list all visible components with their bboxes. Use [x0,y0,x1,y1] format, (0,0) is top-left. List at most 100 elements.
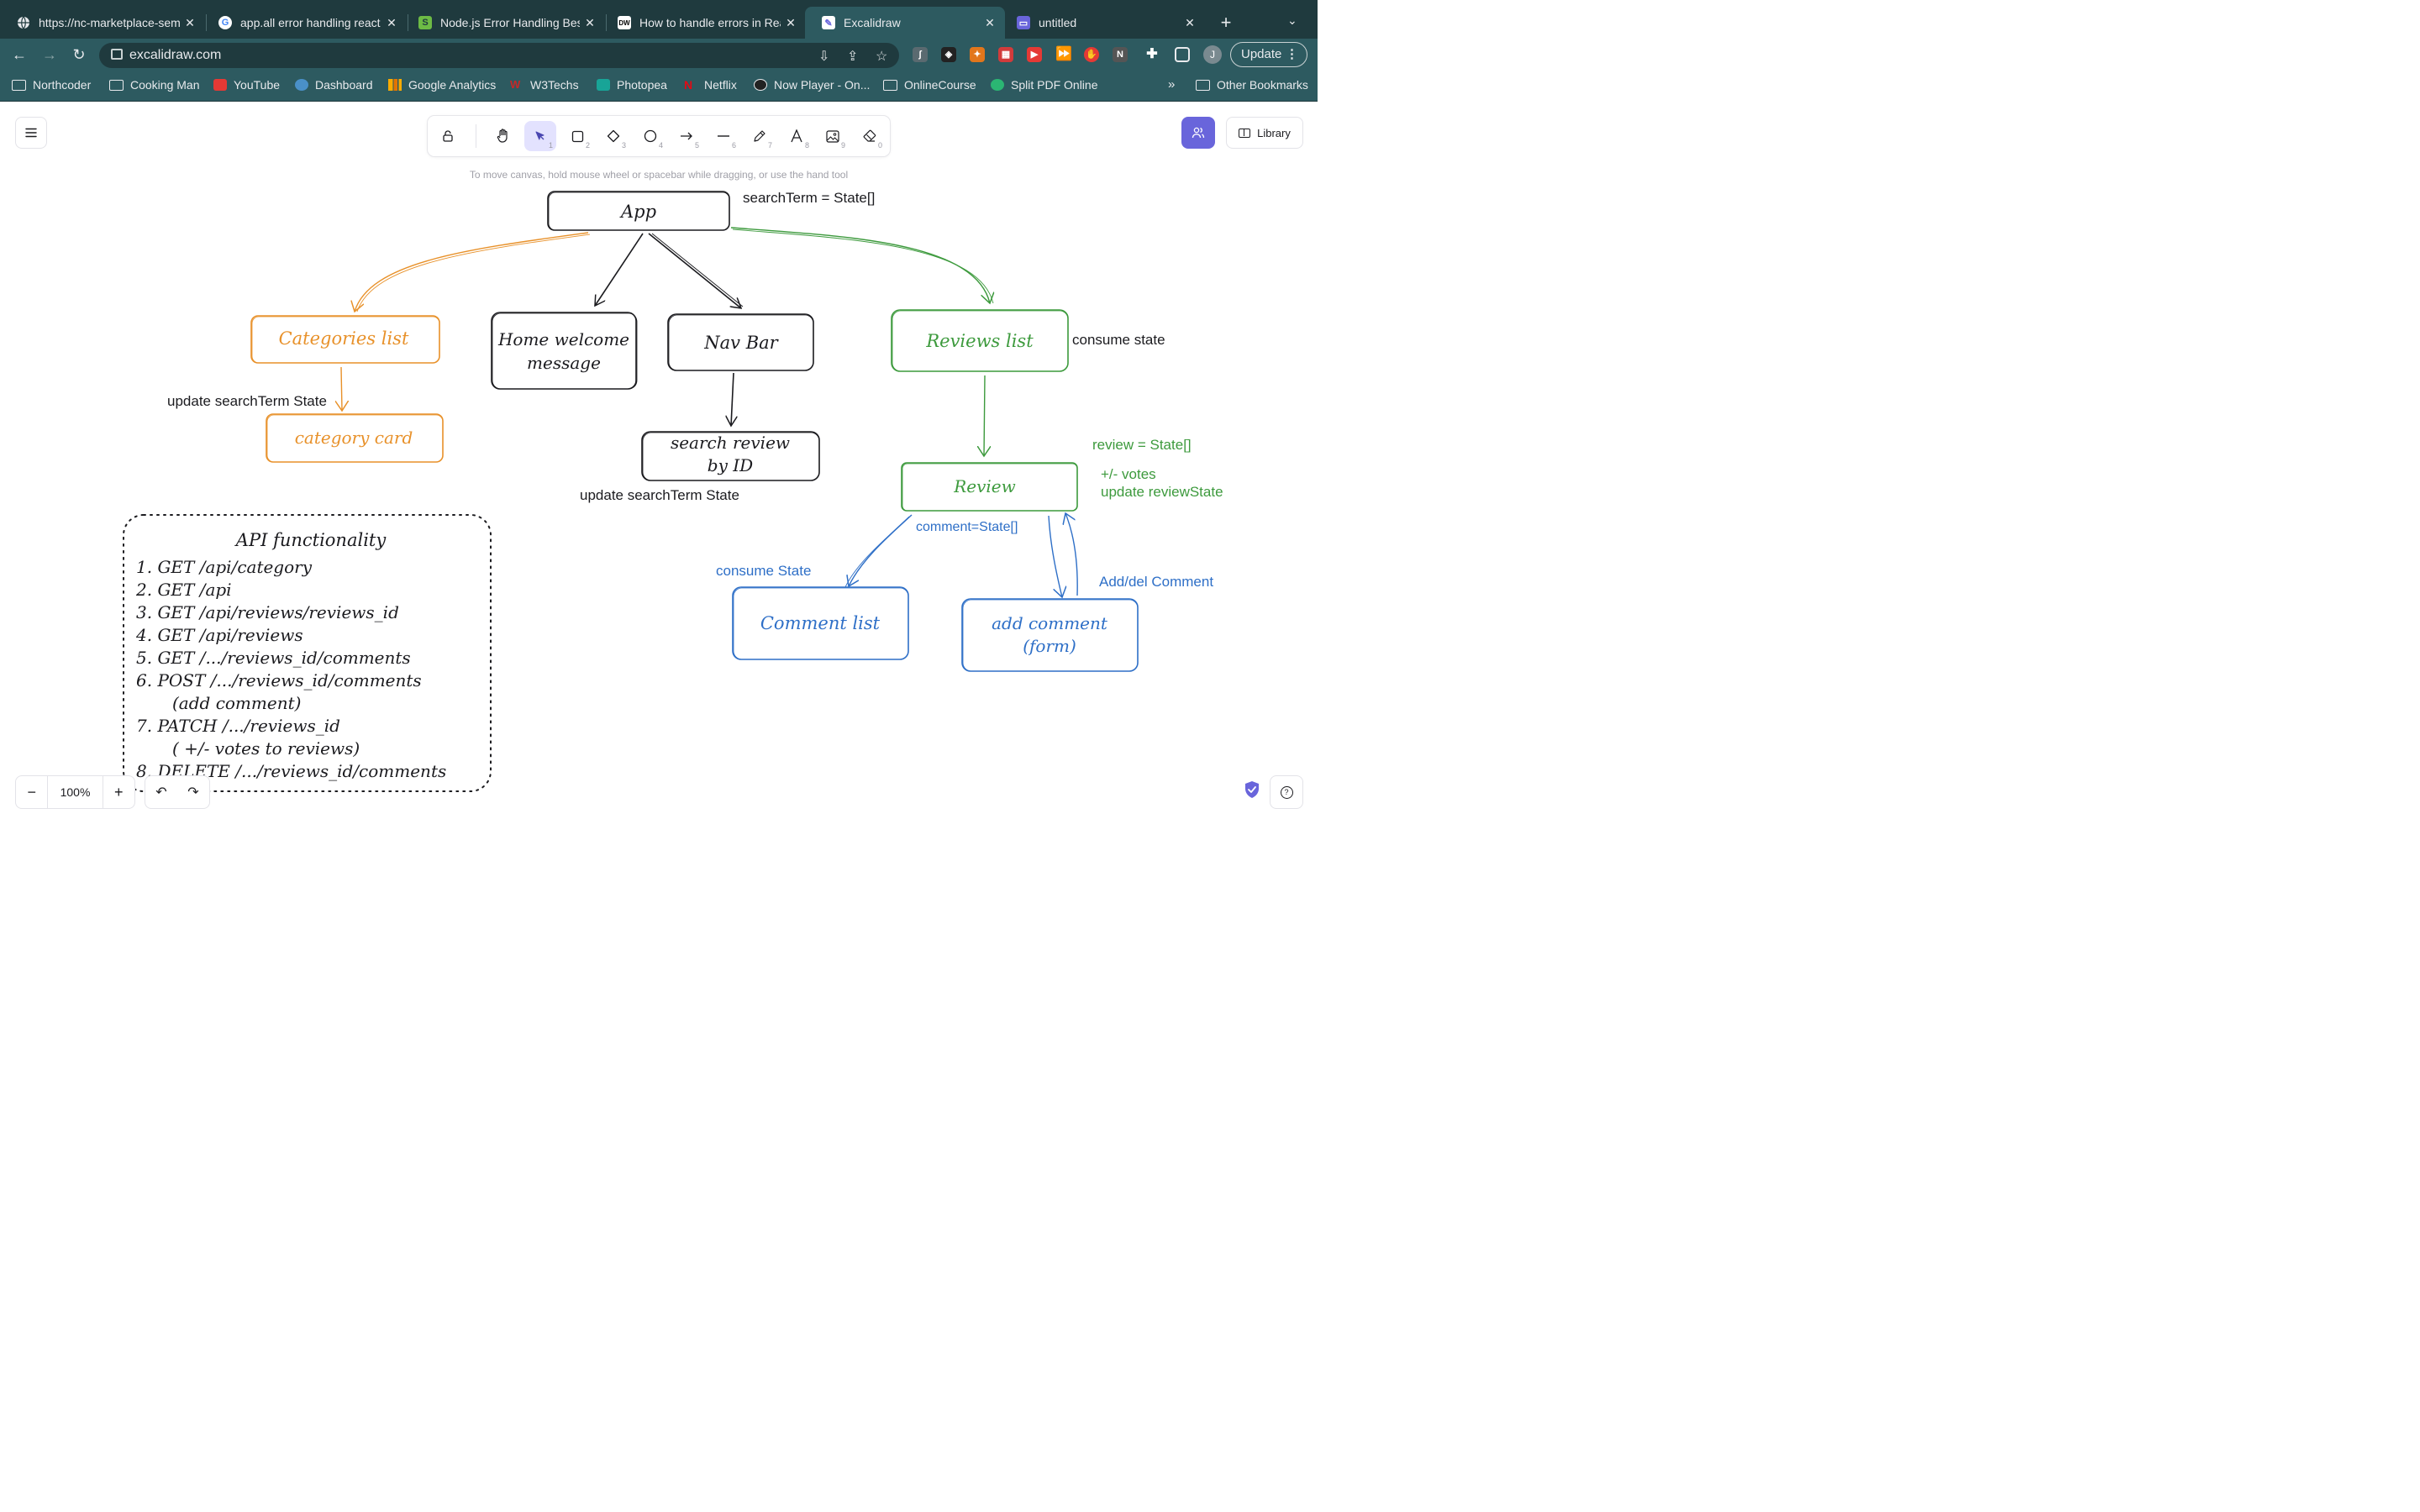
bookmark-google-analytics[interactable]: Google Analytics [388,78,496,92]
line-tool-button[interactable]: 6 [708,121,739,151]
node-reviews-list[interactable]: Reviews list [891,309,1069,372]
tab-dw[interactable]: DW How to handle errors in Rea ✕ [601,7,806,39]
arrow-stroke [844,516,910,588]
extension-icon[interactable]: ʃ [913,47,928,62]
arrow-app-to-categories [355,232,589,312]
users-icon [1192,127,1205,139]
node-search-review[interactable]: search review by ID [641,431,820,481]
zoom-level[interactable]: 100% [47,776,103,808]
node-app[interactable]: App [547,191,730,231]
arrow-icon [681,132,692,140]
tab-excalidraw[interactable]: ✎ Excalidraw ✕ [805,7,1005,39]
close-icon[interactable]: ✕ [585,15,595,29]
google-icon: G [218,16,232,29]
install-icon[interactable]: ⇩ [818,50,830,64]
avatar[interactable]: J [1203,45,1222,64]
redo-button[interactable]: ↷ [177,776,209,808]
text-tool-button[interactable]: 8 [781,121,813,151]
arrow-app-to-home [595,233,644,306]
library-button[interactable]: Library [1226,117,1303,149]
zoom-out-button[interactable]: − [27,783,36,801]
collaborate-button[interactable] [1181,117,1215,149]
url-text: excalidraw.com [129,48,222,62]
rectangle-tool-button[interactable]: 2 [561,121,593,151]
lock-tool-button[interactable] [432,121,464,151]
star-icon[interactable]: ☆ [876,50,888,64]
pencil-tool-button[interactable]: 7 [744,121,776,151]
node-label: Review [953,476,1016,496]
bookmark-youtube[interactable]: YouTube [213,78,280,92]
close-icon[interactable]: ✕ [1185,15,1195,29]
metamask-icon[interactable]: ✦ [970,47,985,62]
extension-icon[interactable]: ◈ [941,47,956,62]
extension-icon[interactable]: N [1113,47,1128,62]
help-button[interactable]: ? [1270,775,1303,809]
tab-google[interactable]: G app.all error handling react ✕ [202,7,407,39]
update-button[interactable]: Update⋮ [1230,42,1307,67]
close-icon[interactable]: ✕ [185,15,195,29]
node-review[interactable]: Review [901,462,1078,512]
diamond-tool-button[interactable]: 3 [597,121,629,151]
chevron-down-icon[interactable]: ⌄ [1287,13,1297,27]
analytics-icon [388,79,402,91]
tab-untitled[interactable]: ▭ untitled ✕ [1000,7,1205,39]
sidepanel-icon[interactable] [1175,47,1190,62]
node-nav-bar[interactable]: Nav Bar [667,313,814,371]
bookmark-photopea[interactable]: Photopea [597,78,667,92]
bookmark-cooking-man[interactable]: Cooking Man [109,78,200,92]
back-icon[interactable]: ← [12,46,27,63]
close-icon[interactable]: ✕ [985,15,995,29]
library-label: Library [1257,126,1291,139]
address-bar[interactable]: excalidraw.com ⇩ ⇪ ☆ [99,43,899,68]
undo-redo-controls: ↶ ↷ [145,775,210,809]
reload-icon[interactable]: ↻ [72,46,86,63]
zoom-in-button[interactable]: + [114,783,124,801]
close-icon[interactable]: ✕ [387,15,397,29]
node-categories-list[interactable]: Categories list [250,315,440,364]
folder-icon [1196,79,1210,91]
node-category-card[interactable]: category card [266,413,444,463]
extension-icon[interactable]: ▶ [1027,47,1042,62]
arrow-tool-button[interactable]: 5 [671,121,702,151]
dw-icon: DW [618,16,631,29]
bookmark-other[interactable]: Other Bookmarks [1196,78,1308,92]
new-tab-button[interactable]: + [1220,12,1232,33]
share-icon[interactable]: ⇪ [847,50,859,64]
node-comment-list[interactable]: Comment list [732,586,909,660]
puzzle-icon[interactable]: ✚ [1146,47,1158,61]
extension-icon[interactable]: ▦ [998,47,1013,62]
undo-button[interactable]: ↶ [145,776,177,808]
bookmarks-overflow-button[interactable]: » [1168,77,1176,92]
tab-title: https://nc-marketplace-sem [39,16,180,29]
api-functionality-box[interactable]: API functionality 1. GET /api/category 2… [123,514,492,792]
node-label: message [527,353,601,373]
bookmark-online-course[interactable]: OnlineCourse [883,78,976,92]
api-title: API functionality [234,530,387,550]
bookmark-now-player[interactable]: Now Player - On... [754,78,870,92]
shortcut-key: 8 [804,141,809,150]
node-home-welcome[interactable]: Home welcome message [491,312,638,390]
close-icon[interactable]: ✕ [786,15,796,29]
bookmark-northcoder[interactable]: Northcoder [12,78,91,92]
excalidraw-canvas[interactable]: App searchTerm = State[] Categories list… [0,102,1318,823]
ellipse-tool-button[interactable]: 4 [634,121,666,151]
adblock-icon[interactable]: ✋ [1084,47,1099,62]
tab-stackify[interactable]: S Node.js Error Handling Best ✕ [402,7,605,39]
tab-nc-marketplace[interactable]: https://nc-marketplace-sem ✕ [0,7,205,39]
forward-icon[interactable]: → [42,46,57,63]
fast-forward-icon[interactable]: ⏩ [1055,47,1072,61]
bookmark-dashboard[interactable]: Dashboard [295,78,373,92]
bookmark-label: OnlineCourse [904,78,976,92]
bookmark-split-pdf[interactable]: Split PDF Online [991,78,1097,92]
eraser-tool-button[interactable]: 0 [854,121,886,151]
image-tool-button[interactable]: 9 [817,121,849,151]
selection-tool-button[interactable]: 1 [524,121,556,151]
encryption-shield-icon[interactable] [1244,780,1260,799]
hand-tool-button[interactable] [487,121,519,151]
bookmark-label: Dashboard [315,78,373,92]
arrow-app-to-navbar [648,233,741,308]
node-add-comment[interactable]: add comment (form) [961,598,1139,672]
main-menu-button[interactable] [15,117,47,149]
